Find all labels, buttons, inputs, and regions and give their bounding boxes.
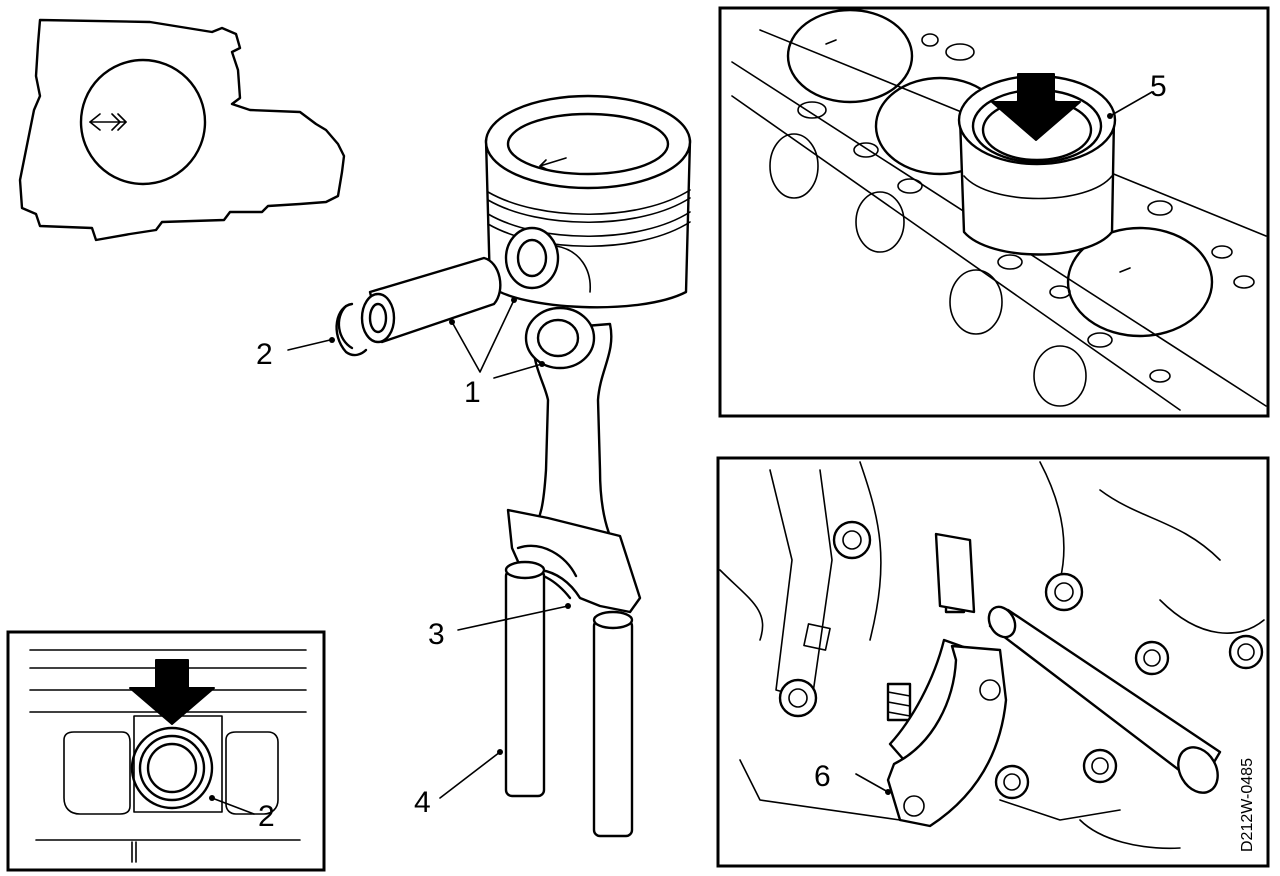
crown-outline	[18, 18, 346, 242]
callout-5: 5	[1150, 70, 1167, 103]
guide-sleeves	[504, 560, 634, 838]
callout-3: 3	[428, 618, 445, 651]
circlip	[335, 302, 368, 357]
callout-2: 2	[256, 338, 273, 371]
leader-lines	[287, 297, 571, 799]
callout-1: 1	[464, 376, 481, 409]
piston-pin	[360, 256, 502, 344]
rod-cap-inset	[716, 456, 1270, 868]
down-arrow-icon	[129, 659, 215, 725]
callout-6: 6	[814, 760, 831, 793]
callout-4: 4	[414, 786, 431, 819]
bore-arrow-icon	[825, 39, 1131, 273]
connecting-rod	[506, 306, 642, 614]
piston	[484, 94, 692, 309]
direction-arrow-icon	[89, 113, 127, 131]
callout-2-inset: 2	[258, 800, 275, 833]
down-arrow-icon-2	[991, 73, 1081, 141]
figure-code: D212W-0485	[1239, 758, 1256, 852]
crown-arrow-icon	[539, 157, 567, 171]
cylinder-block-inset	[718, 6, 1270, 418]
circlip-inset	[6, 630, 326, 872]
piston-crown-orientation-sketch	[18, 18, 346, 242]
crown-circle	[79, 58, 207, 186]
